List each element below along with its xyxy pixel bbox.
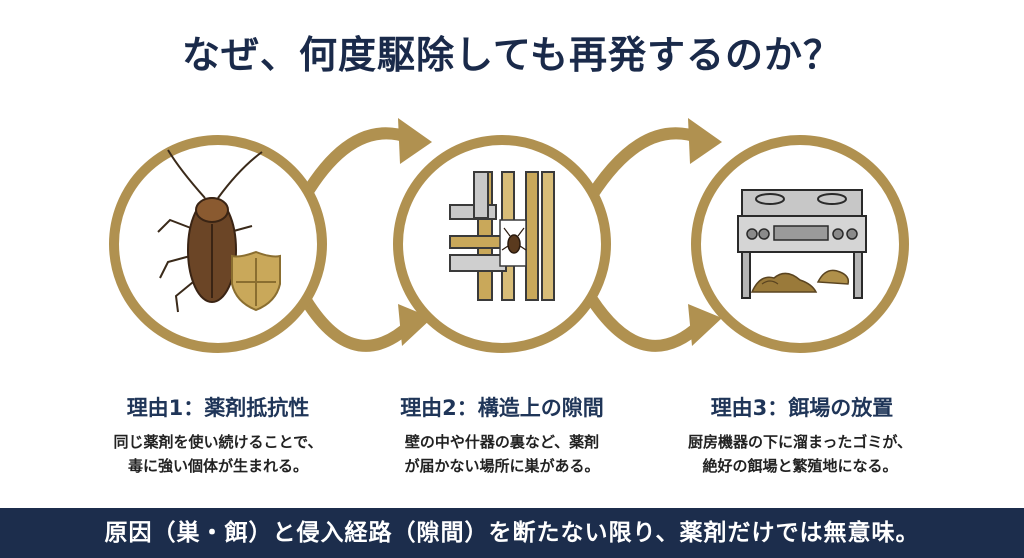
arc-top-1 [294, 127, 416, 211]
arc-bottom-2 [580, 284, 706, 352]
reason-2-desc: 壁の中や什器の裏など、薬剤 が届かない場所に巣がある。 [342, 430, 662, 478]
reason-2-title: 理由2：構造上の隙間 [400, 396, 604, 420]
reason-1-title: 理由1：薬剤抵抗性 [126, 396, 310, 420]
page-title: なぜ、何度駆除しても再発するのか？ [182, 33, 842, 77]
arc-bottom-1 [294, 284, 416, 352]
reason-1-desc-line-1: 同じ薬剤を使い続けることで、 [113, 433, 323, 451]
reason-3-title: 理由3：餌場の放置 [710, 396, 894, 420]
reason-3-desc-line-1: 厨房機器の下に溜まったゴミが、 [687, 433, 913, 451]
arc-top-2 [580, 127, 706, 211]
footer-banner: 原因（巣・餌）と侵入経路（隙間）を断たない限り、薬剤だけでは無意味。 [0, 508, 1024, 558]
reason-1-desc: 同じ薬剤を使い続けることで、 毒に強い個体が生まれる。 [58, 430, 378, 478]
reason-2-desc-line-2: が届かない場所に巣がある。 [404, 457, 600, 475]
stove-debris-icon [691, 135, 909, 353]
cockroach-shield-icon [109, 135, 327, 353]
arrow-head-bottom-2 [688, 304, 722, 346]
reason-1-desc-line-2: 毒に強い個体が生まれる。 [127, 457, 308, 475]
reason-3-desc-line-2: 絶好の餌場と繁殖地になる。 [702, 457, 898, 475]
wall-gap-cockroach-icon [393, 135, 611, 353]
arrow-head-top-2 [688, 118, 722, 164]
reason-3-desc: 厨房機器の下に溜まったゴミが、 絶好の餌場と繁殖地になる。 [640, 430, 960, 478]
arrow-head-top-1 [398, 118, 432, 164]
reason-2-desc-line-1: 壁の中や什器の裏など、薬剤 [404, 433, 600, 451]
